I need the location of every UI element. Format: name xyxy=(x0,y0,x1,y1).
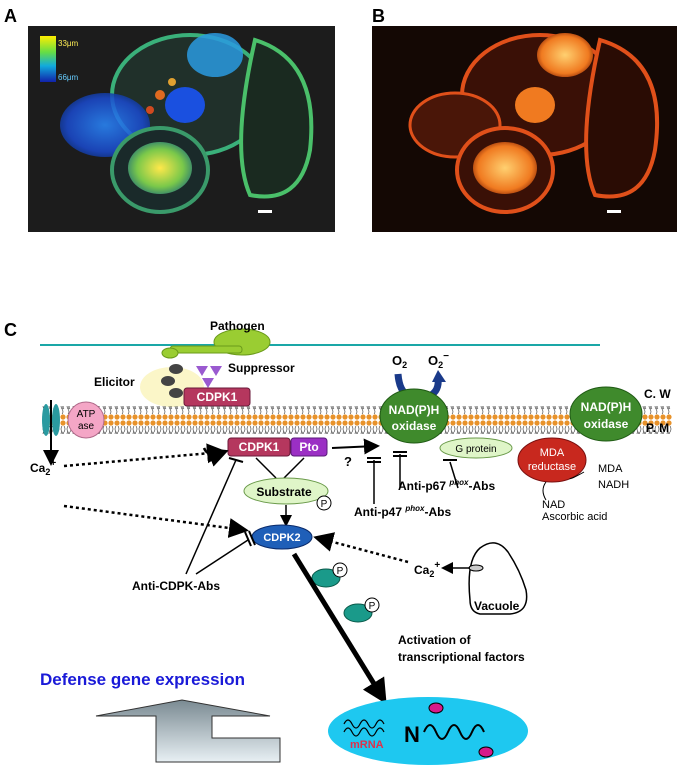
mda-reductase xyxy=(517,437,587,483)
ca-right-label: Ca2+ xyxy=(414,560,440,579)
mda-reductase-label-1: MDA xyxy=(540,447,565,459)
defense-gene-expression-label: Defense gene expression xyxy=(40,670,245,689)
ion-channel-icon xyxy=(42,404,60,436)
elicitor-label: Elicitor xyxy=(94,375,135,389)
cdpk2-label: CDPK2 xyxy=(263,532,300,544)
pto-to-oxidase-arrow xyxy=(331,438,380,455)
depth-legend-top: 33μm xyxy=(58,39,79,48)
nadph-oxidase-2-label-a: NAD(P)H xyxy=(581,400,632,414)
nadh-label: NADH xyxy=(598,479,629,491)
atpase xyxy=(67,401,105,439)
nadph-oxidase-1 xyxy=(379,388,449,444)
cell-wall-label: C. W xyxy=(644,387,671,401)
suppressor-label: Suppressor xyxy=(228,361,295,375)
nadph-oxidase-2-label-b: oxidase xyxy=(584,417,629,431)
ca-right-to-cdpk2-arrow xyxy=(313,532,409,564)
unknown-link-label: ? xyxy=(344,454,352,469)
panel-a-micrograph: 33μm 66μm xyxy=(28,26,335,232)
depth-legend-bottom: 66μm xyxy=(58,73,79,82)
nadph-oxidase-1-label-b: oxidase xyxy=(392,419,437,433)
substrate-phospho-label: P xyxy=(321,499,328,510)
nucleus-n-label: N xyxy=(404,722,420,747)
activation-label-1: Activation of xyxy=(398,633,472,647)
ascorbic-acid-label: Ascorbic acid xyxy=(542,511,607,523)
panel-b-micrograph xyxy=(372,26,677,232)
anti-p67-label: Anti-p67 phox-Abs xyxy=(398,478,495,493)
nucleus xyxy=(328,697,528,765)
mrna-label: mRNA xyxy=(350,739,384,751)
substrate-phospho xyxy=(316,495,332,511)
pathogen-label: Pathogen xyxy=(210,319,265,333)
elicitor-icon xyxy=(161,364,183,398)
pto-label: Pto xyxy=(299,440,318,454)
scale-bar-a xyxy=(258,210,272,213)
panel-a-label: A xyxy=(4,6,17,26)
tf2-phospho-label: P xyxy=(369,601,376,612)
panel-c-label: C xyxy=(4,320,17,340)
mda-label: MDA xyxy=(598,463,623,475)
vacuole xyxy=(468,542,528,615)
plasma-membrane xyxy=(42,406,672,434)
atpase-label-2: ase xyxy=(78,421,95,432)
cdpk1-top-label: CDPK1 xyxy=(197,390,238,404)
ca-left-label: Ca2+ xyxy=(30,458,56,477)
anti-cdpk-label: Anti-CDPK-Abs xyxy=(132,579,220,593)
substrate xyxy=(243,477,329,505)
ca-to-cdpk1-arrow xyxy=(63,443,227,468)
nadph-oxidase-2 xyxy=(569,386,643,442)
g-protein-label: G protein xyxy=(455,444,496,455)
panel-b-label: B xyxy=(372,6,385,26)
superoxide-label: O2− xyxy=(428,351,449,370)
pathogen xyxy=(161,328,271,359)
defense-up-arrow xyxy=(95,699,281,763)
suppressor-icon xyxy=(196,366,222,388)
activation-label-2: transcriptional factors xyxy=(398,650,525,664)
cdpk1-box xyxy=(227,437,291,457)
anti-p47-label: Anti-p47 phox-Abs xyxy=(354,504,451,519)
tf1-phospho-label: P xyxy=(337,566,344,577)
g-protein xyxy=(439,437,513,459)
ca-to-cdpk2-arrow xyxy=(63,504,249,538)
o2-label: O2 xyxy=(392,353,407,370)
depth-legend-bar xyxy=(40,36,56,82)
plasma-membrane-label: P. M xyxy=(646,421,669,435)
transcription-factor-2 xyxy=(343,603,373,623)
atpase-label-1: ATP xyxy=(77,409,96,420)
mda-reductase-label-2: reductase xyxy=(528,461,576,473)
mrna-squiggle xyxy=(343,719,385,729)
nadph-oxidase-1-label-a: NAD(P)H xyxy=(389,403,440,417)
scale-bar-b xyxy=(607,210,621,213)
pto-box xyxy=(290,437,328,457)
vacuole-channel xyxy=(468,564,484,572)
vacuole-label: Vacuole xyxy=(474,599,520,613)
dna-strand xyxy=(423,724,485,740)
cdpk1-label: CDPK1 xyxy=(239,440,280,454)
nad-label: NAD xyxy=(542,499,565,511)
substrate-label: Substrate xyxy=(256,485,312,499)
transcription-factor-1 xyxy=(311,568,341,588)
cdpk2-to-nucleus-arrow xyxy=(291,552,387,705)
